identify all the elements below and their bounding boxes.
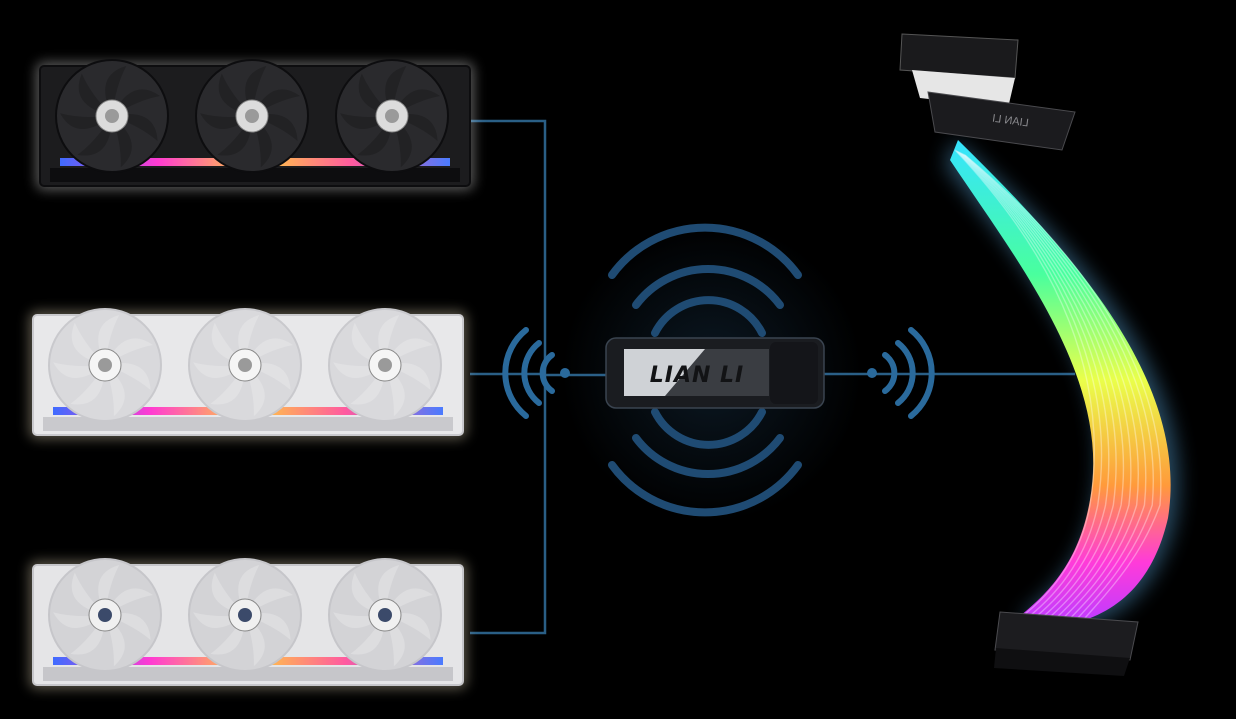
fan-groups [29, 59, 474, 689]
fan-group-white-fans-lcd [29, 558, 467, 689]
cable-sleeves [950, 140, 1171, 620]
fan-unit [195, 59, 309, 173]
line-bottom-fans [470, 375, 547, 635]
rgb-extension-cable: LIAN LI [899, 33, 1179, 676]
fan-unit [48, 558, 162, 672]
dongle-brand-label: LIAN LI [650, 363, 745, 388]
cable-top-connector: LIAN LI [899, 33, 1076, 151]
fan-unit [188, 308, 302, 422]
connection-lines [470, 119, 1075, 635]
fan-unit [328, 558, 442, 672]
line-top-fans [470, 119, 547, 375]
fan-unit [188, 558, 302, 672]
cable-connector-label: LIAN LI [991, 113, 1029, 130]
wireless-signal-icon [502, 327, 570, 419]
fan-unit [48, 308, 162, 422]
usb-dongle: LIAN LI [605, 337, 825, 409]
fan-unit [328, 308, 442, 422]
fan-group-black-fans [36, 59, 474, 190]
wireless-signal-icon [867, 327, 935, 419]
fan-unit [55, 59, 169, 173]
cable-bottom-connector [994, 611, 1139, 676]
fan-group-white-fans [29, 308, 467, 439]
fan-unit [335, 59, 449, 173]
